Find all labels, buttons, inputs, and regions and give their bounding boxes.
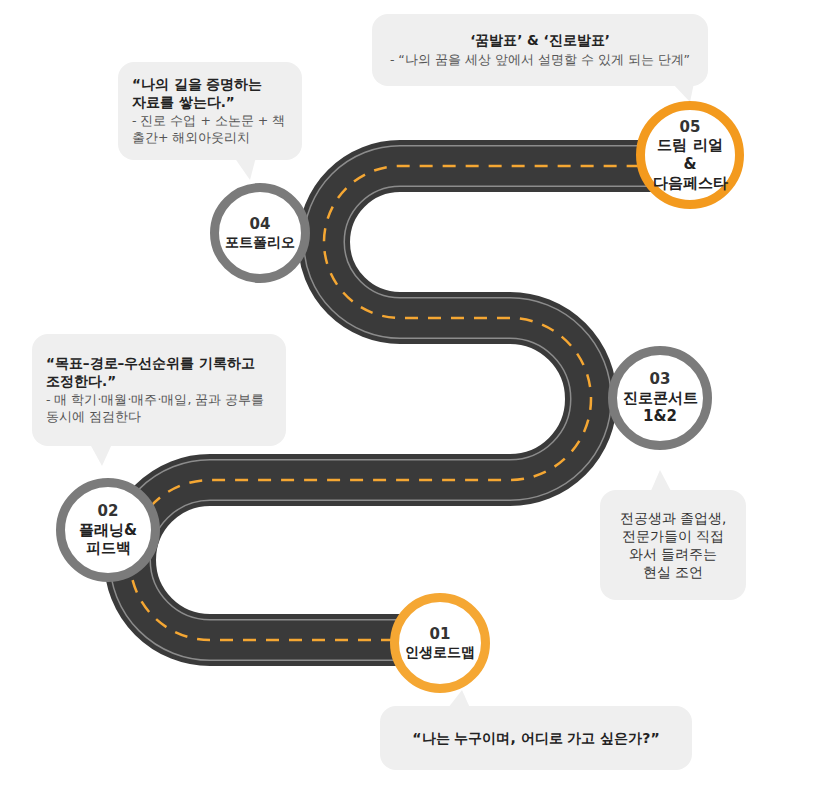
step-circle: 01인생로드맵: [390, 593, 490, 693]
speech-bubble: “목표–경로–우선순위를 기록하고 조정한다.”- 매 학기·매월·매주·매일,…: [32, 334, 286, 446]
node-text: - 진로 수업 + 소논문 + 책 출간+ 해외아웃리치: [132, 113, 288, 147]
node-text: 포트폴리오: [225, 234, 295, 252]
node-text: “목표–경로–우선순위를 기록하고 조정한다.”: [46, 354, 272, 390]
speech-bubble: 전공생과 졸업생, 전문가들이 직접 와서 들려주는 현실 조언: [600, 490, 746, 600]
speech-bubble: “나는 누구이며, 어디로 가고 싶은가?”: [380, 706, 692, 770]
node-text: 02: [98, 502, 119, 521]
node-text: 진로콘서트 1&2: [621, 389, 699, 427]
step-circle: 04포트폴리오: [210, 183, 310, 283]
node-text: 드림 리얼 & 다음페스타: [649, 136, 731, 192]
bubble-tail: [90, 444, 112, 466]
node-text: “나의 길을 증명하는 자료를 쌓는다.”: [132, 75, 288, 111]
node-text: 04: [250, 215, 271, 234]
node-text: “나는 누구이며, 어디로 가고 싶은가?”: [394, 729, 678, 748]
step-circle: 02플래닝& 피드백: [56, 478, 160, 582]
node-text: 전공생과 졸업생, 전문가들이 직접 와서 들려주는 현실 조언: [614, 509, 732, 582]
node-text: 인생로드맵: [405, 644, 475, 662]
node-text: - “나의 꿈을 세상 앞에서 설명할 수 있게 되는 단계”: [386, 52, 694, 69]
speech-bubble: ‘꿈발표’ & ‘진로발표’ - “나의 꿈을 세상 앞에서 설명할 수 있게 되…: [372, 14, 708, 86]
speech-bubble: “나의 길을 증명하는 자료를 쌓는다.”- 진로 수업 + 소논문 + 책 출…: [118, 62, 302, 160]
node-text: 플래닝& 피드백: [69, 521, 147, 559]
node-text: 05: [680, 118, 701, 137]
bubble-tail: [234, 157, 256, 180]
node-text: 01: [430, 625, 451, 644]
node-text: ‘꿈발표’ & ‘진로발표’: [386, 31, 694, 49]
node-text: 03: [650, 370, 671, 389]
node-text: - 매 학기·매월·매주·매일, 꿈과 공부를 동시에 점검한다: [46, 392, 272, 426]
step-circle: 05드림 리얼 & 다음페스타: [636, 101, 744, 209]
step-circle: 03진로콘서트 1&2: [608, 346, 712, 450]
